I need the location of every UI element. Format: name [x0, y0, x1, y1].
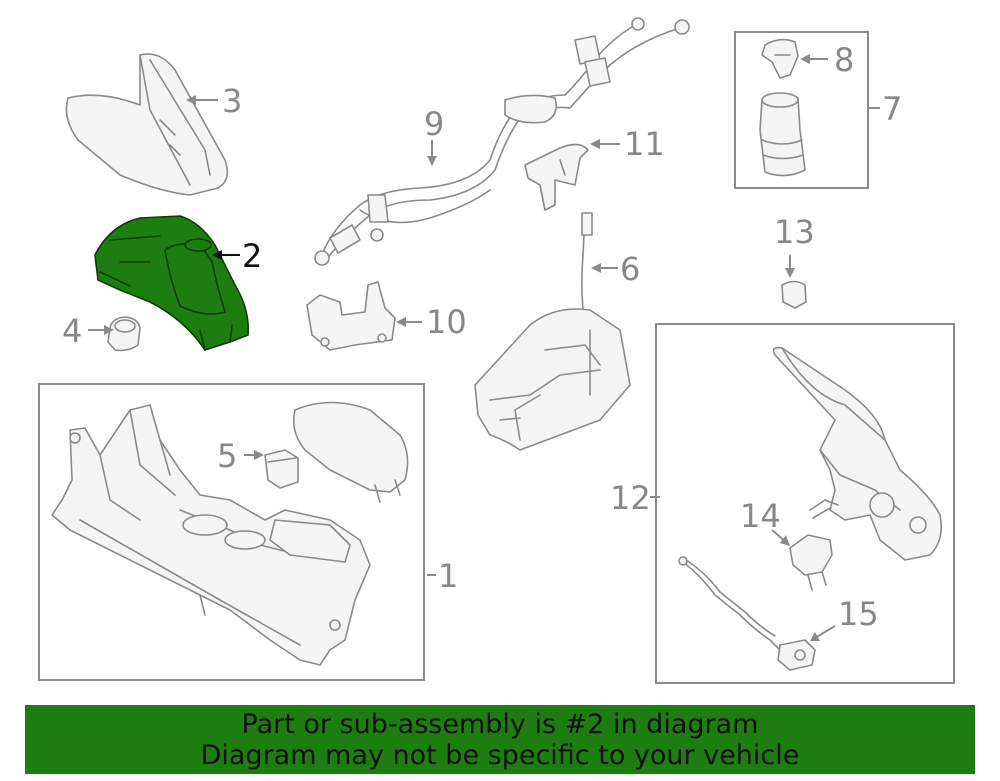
callout-2: 2	[242, 237, 263, 275]
group-box-7	[734, 31, 869, 189]
part-14-bracket	[771, 529, 833, 591]
group-box-12	[655, 323, 955, 684]
callout-12: 12	[610, 479, 651, 517]
callout-10: 10	[426, 303, 467, 341]
part-12-parking-brake	[650, 346, 943, 561]
part-6-shifter	[474, 212, 631, 451]
callout-5: 5	[217, 437, 238, 475]
callout-11: 11	[624, 125, 665, 163]
callout-1: 1	[438, 557, 459, 595]
part-4-bushing	[88, 316, 141, 352]
callout-15: 15	[838, 595, 879, 633]
callout-13: 13	[774, 213, 815, 251]
callout-7: 7	[882, 90, 903, 128]
callout-8: 8	[834, 41, 855, 79]
part-3-armrest-lid	[65, 53, 229, 196]
banner-line-2: Diagram may not be specific to your vehi…	[200, 740, 800, 771]
part-2-shift-boot-trim	[94, 215, 250, 351]
callout-9: 9	[424, 105, 445, 143]
part-13-clip	[781, 255, 807, 309]
callout-4: 4	[62, 312, 83, 350]
banner-line-1: Part or sub-assembly is #2 in diagram	[241, 709, 759, 740]
callout-3: 3	[222, 82, 243, 120]
part-11-bracket	[524, 139, 620, 211]
part-1-floor-console	[51, 404, 436, 666]
part-10-bracket	[306, 281, 422, 351]
group-box-1	[38, 383, 425, 681]
part-8-clip	[761, 38, 828, 79]
part-7-shift-knob	[759, 92, 880, 177]
callout-14: 14	[740, 497, 781, 535]
part-9-shift-cables	[314, 17, 690, 266]
part-1-armrest-box	[292, 401, 409, 503]
part-5-switch	[244, 449, 299, 489]
callout-6: 6	[620, 250, 641, 288]
info-banner: Part or sub-assembly is #2 in diagram Di…	[25, 705, 975, 774]
part-15-cable	[678, 556, 836, 671]
